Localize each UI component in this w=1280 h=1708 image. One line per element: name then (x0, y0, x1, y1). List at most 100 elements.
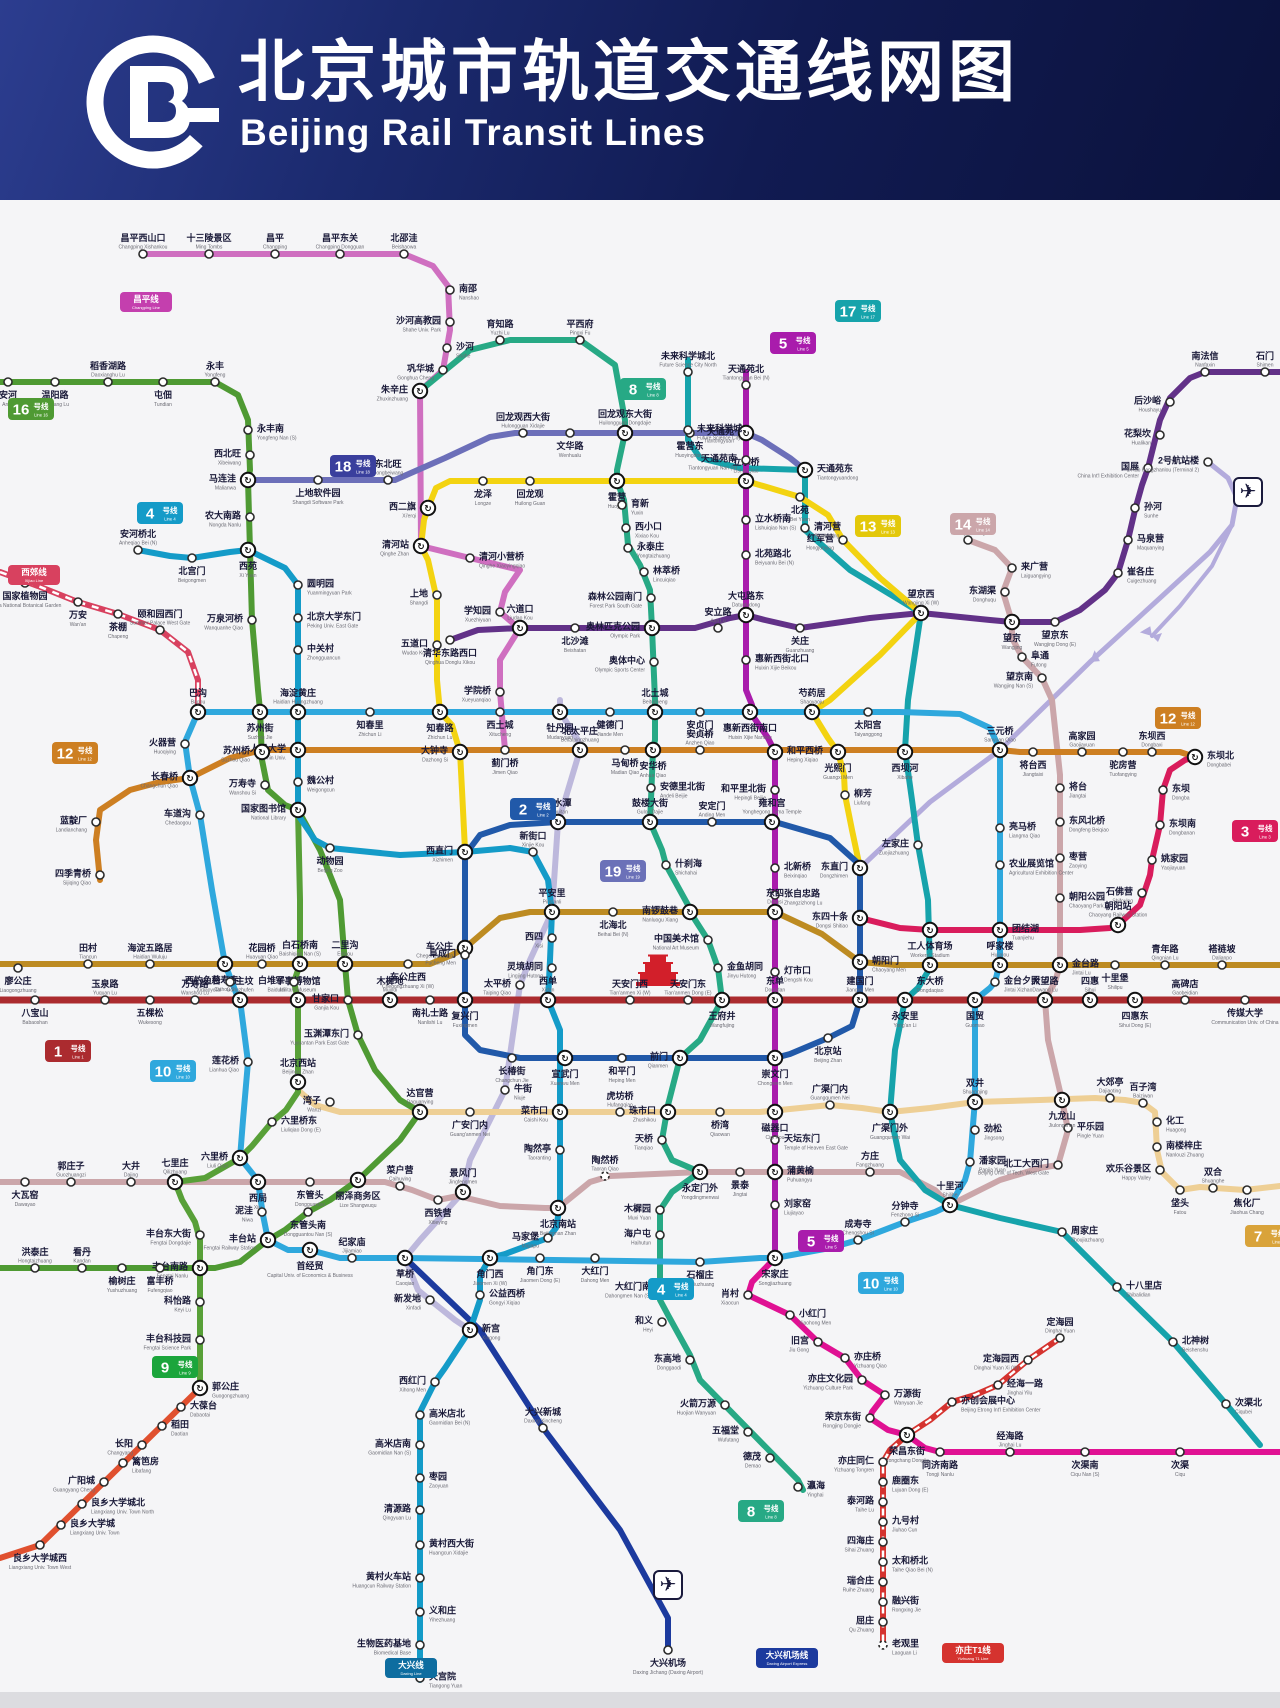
svg-text:Yuxin: Yuxin (631, 511, 643, 517)
svg-text:Andeli Beijie: Andeli Beijie (660, 794, 688, 800)
svg-text:Jiaomen Dong (E): Jiaomen Dong (E) (520, 1278, 561, 1284)
svg-text:永丰南: 永丰南 (256, 423, 284, 434)
svg-text:Tiantongyuan: Tiantongyuan (704, 439, 734, 445)
svg-text:洪泰庄: 洪泰庄 (21, 1246, 48, 1257)
svg-text:亦庄文化园: 亦庄文化园 (808, 1373, 853, 1384)
svg-text:新发地: 新发地 (394, 1293, 421, 1304)
line-fangshan-line (0, 1385, 203, 1561)
svg-text:芍药居: 芍药居 (798, 687, 825, 698)
svg-text:学知园: 学知园 (464, 605, 491, 616)
svg-text:Dongbabei: Dongbabei (1207, 763, 1231, 769)
svg-text:Keyi Lu: Keyi Lu (174, 1308, 191, 1314)
svg-text:Jinyu Hutong: Jinyu Hutong (727, 974, 756, 980)
svg-text:Tongji Nanlu: Tongji Nanlu (926, 1472, 954, 1478)
svg-text:Fengtai Nanlu: Fengtai Nanlu (157, 1274, 188, 1280)
svg-text:平西府: 平西府 (566, 318, 593, 329)
svg-text:太和桥北: 太和桥北 (891, 1555, 928, 1566)
svg-text:Capital Univ. of Economics & B: Capital Univ. of Economics & Business (267, 1273, 353, 1279)
svg-text:国家图书馆: 国家图书馆 (241, 803, 286, 814)
svg-text:Liangma Qiao: Liangma Qiao (1009, 834, 1040, 840)
svg-text:Dongguantou Nan (S): Dongguantou Nan (S) (284, 1232, 333, 1238)
svg-text:大瓦窑: 大瓦窑 (11, 1189, 38, 1200)
svg-text:Xiaocun: Xiaocun (721, 1301, 739, 1307)
svg-text:高碑店: 高碑店 (1171, 978, 1198, 989)
svg-text:Beijing Zhan: Beijing Zhan (814, 1058, 842, 1064)
svg-text:Nanluogu Xiang: Nanluogu Xiang (642, 918, 678, 924)
svg-text:和平里北街: 和平里北街 (720, 783, 766, 794)
svg-text:Heping Xiqiao: Heping Xiqiao (787, 758, 818, 764)
svg-text:景泰: 景泰 (731, 1179, 750, 1190)
svg-text:高米店北: 高米店北 (429, 1408, 465, 1419)
svg-text:金鱼胡同: 金鱼胡同 (726, 961, 763, 972)
svg-text:文华路: 文华路 (555, 440, 584, 451)
svg-text:Wangjing Dong (E): Wangjing Dong (E) (1034, 642, 1076, 648)
line-line8 (417, 337, 806, 1493)
svg-text:Qinghe Zhan: Qinghe Zhan (380, 552, 409, 558)
svg-text:Yizhuang Tongren: Yizhuang Tongren (834, 1468, 874, 1474)
svg-text:万源街: 万源街 (893, 1388, 921, 1399)
svg-text:东坝: 东坝 (1172, 783, 1190, 794)
svg-text:高米店南: 高米店南 (375, 1438, 411, 1449)
svg-text:Nongda Nanlu: Nongda Nanlu (209, 523, 241, 529)
svg-text:西小口: 西小口 (635, 521, 662, 532)
svg-text:Maquanying: Maquanying (1137, 546, 1164, 552)
svg-text:Songjiazhuang: Songjiazhuang (758, 1281, 791, 1287)
svg-text:东坝西: 东坝西 (1138, 730, 1165, 741)
svg-text:Liangxiang Univ. Town: Liangxiang Univ. Town (70, 1531, 120, 1537)
svg-text:Zhichun Li: Zhichun Li (358, 732, 381, 738)
svg-text:东直门: 东直门 (821, 861, 848, 872)
svg-text:知春里: 知春里 (355, 719, 383, 730)
svg-text:昌平东关: 昌平东关 (322, 232, 358, 243)
svg-text:朝阳站: 朝阳站 (1104, 900, 1131, 911)
airport-express-arrow (1090, 650, 1100, 662)
svg-text:学院桥: 学院桥 (464, 685, 492, 696)
svg-text:Wanshou Si: Wanshou Si (229, 791, 256, 797)
svg-text:National Library: National Library (251, 816, 287, 822)
svg-text:Libafang: Libafang (132, 1469, 151, 1475)
svg-text:万寿寺: 万寿寺 (228, 778, 256, 789)
svg-text:郭庄子: 郭庄子 (57, 1160, 84, 1171)
svg-text:潘家园: 潘家园 (979, 1155, 1006, 1166)
svg-text:Wufutang: Wufutang (718, 1438, 740, 1444)
svg-text:Jiaohua Chang: Jiaohua Chang (1230, 1210, 1264, 1216)
svg-text:Peking Univ. East Gate: Peking Univ. East Gate (307, 624, 359, 630)
svg-text:Gaomidian Nan (S): Gaomidian Nan (S) (368, 1451, 411, 1457)
svg-text:首经贸: 首经贸 (296, 1260, 323, 1271)
svg-text:Pingle Yuan: Pingle Yuan (1077, 1134, 1104, 1140)
line-line6 (0, 909, 1280, 968)
svg-text:Huangcun Xidajie: Huangcun Xidajie (429, 1551, 468, 1557)
svg-text:成寿寺: 成寿寺 (844, 1218, 871, 1229)
svg-text:Jintai Xizhao: Jintai Xizhao (1004, 988, 1033, 994)
svg-text:Mudanyuan: Mudanyuan (547, 735, 573, 741)
svg-text:Zhangzizhong Lu: Zhangzizhong Lu (784, 901, 823, 907)
svg-text:Yizhuang Qiao: Yizhuang Qiao (854, 1364, 887, 1370)
svg-text:菜户营: 菜户营 (385, 1164, 413, 1175)
svg-text:Dawayao: Dawayao (15, 1202, 36, 1208)
svg-text:上地: 上地 (410, 588, 428, 599)
svg-text:Beigongmen: Beigongmen (178, 578, 206, 584)
svg-text:车公庄: 车公庄 (426, 941, 453, 952)
svg-text:Gongyi Xiqiao: Gongyi Xiqiao (489, 1301, 520, 1307)
svg-text:Lianhua Qiao: Lianhua Qiao (209, 1068, 239, 1074)
svg-text:Zuojiazhuang: Zuojiazhuang (879, 851, 909, 857)
svg-text:朝阳公园: 朝阳公园 (1069, 891, 1105, 902)
svg-text:崔各庄: 崔各庄 (1126, 566, 1154, 577)
line-yizhuang-line (745, 1255, 1280, 1455)
